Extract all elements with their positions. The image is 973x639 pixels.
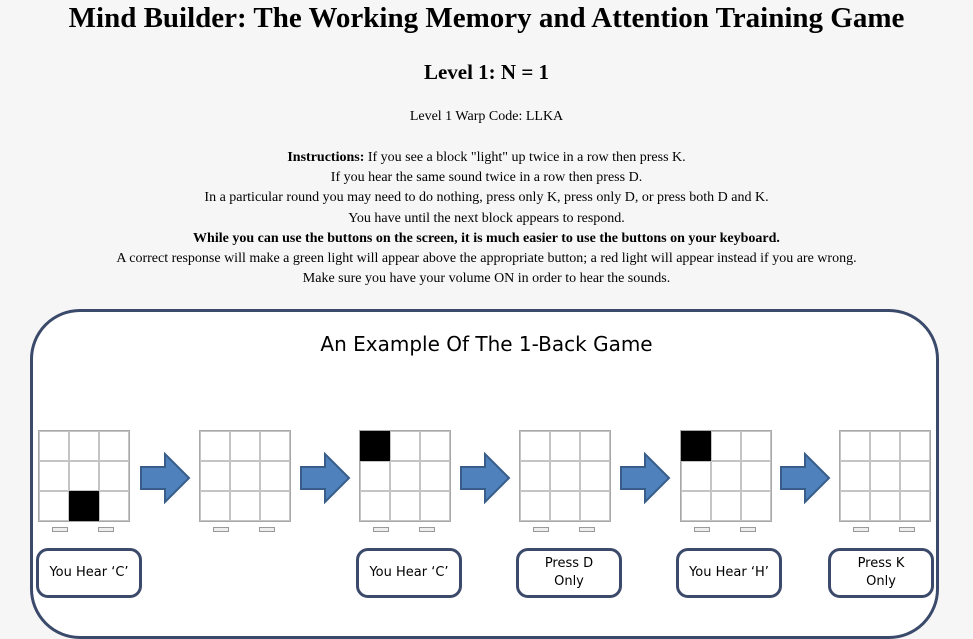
caption-3: Press D Only — [516, 548, 622, 598]
mini-button — [52, 527, 68, 532]
grid-cell — [520, 461, 550, 491]
grid-cell — [390, 491, 420, 521]
mini-button — [853, 527, 869, 532]
grid-cell — [520, 491, 550, 521]
mini-button — [259, 527, 275, 532]
grid-cell — [900, 431, 930, 461]
grid-cell — [39, 431, 69, 461]
grid-cell — [520, 431, 550, 461]
grid-cell — [99, 431, 129, 461]
game-title: Mind Builder: The Working Memory and Att… — [68, 2, 905, 34]
example-grid-3 — [359, 430, 451, 522]
mini-button — [899, 527, 915, 532]
grid-cell — [200, 461, 230, 491]
grid-cell — [900, 461, 930, 491]
grid-cell — [200, 431, 230, 461]
lit-block — [69, 491, 99, 521]
grid-cell — [390, 461, 420, 491]
warp-code: Level 1 Warp Code: LLKA — [409, 109, 564, 124]
right-arrow-icon — [300, 452, 351, 504]
grid-cell — [580, 431, 610, 461]
caption-1: You Hear ‘C’ — [36, 548, 142, 598]
instructions-label: Instructions: — [287, 150, 365, 165]
example-grid-5 — [680, 430, 772, 522]
right-arrow-icon — [460, 452, 511, 504]
grid-cell — [711, 431, 741, 461]
grid-cell — [230, 431, 260, 461]
example-title: An Example Of The 1-Back Game — [320, 332, 653, 356]
grid-cell — [550, 461, 580, 491]
instruction-text-1: If you see a block "light" up twice in a… — [364, 150, 686, 165]
grid-cell — [580, 491, 610, 521]
grid-cell — [260, 431, 290, 461]
mini-button — [579, 527, 595, 532]
right-arrow-icon — [620, 452, 671, 504]
grid-cell — [580, 461, 610, 491]
instruction-line-3: In a particular round you may need to do… — [204, 190, 769, 206]
instructions: Instructions: If you see a block "light"… — [0, 148, 973, 289]
instruction-line-7: Make sure you have your volume ON in ord… — [302, 271, 671, 287]
mini-button — [373, 527, 389, 532]
grid-cell — [741, 461, 771, 491]
instruction-line-6: A correct response will make a green lig… — [116, 251, 857, 267]
mini-button — [740, 527, 756, 532]
keyboard-tip: While you can use the buttons on the scr… — [193, 230, 780, 246]
lit-block — [360, 431, 390, 461]
grid-cell — [900, 491, 930, 521]
caption-2: You Hear ‘C’ — [356, 548, 462, 598]
level-heading: Level 1: N = 1 — [423, 60, 550, 84]
grid-cell — [741, 431, 771, 461]
grid-cell — [840, 431, 870, 461]
grid-cell — [711, 491, 741, 521]
grid-cell — [230, 461, 260, 491]
grid-cell — [420, 431, 450, 461]
grid-cell — [681, 491, 711, 521]
example-grid-4 — [519, 430, 611, 522]
instruction-line-5: While you can use the buttons on the scr… — [0, 229, 973, 249]
grid-cell — [69, 431, 99, 461]
example-grid-2 — [199, 430, 291, 522]
grid-cell — [870, 491, 900, 521]
grid-cell — [99, 491, 129, 521]
mini-button — [98, 527, 114, 532]
grid-cell — [260, 491, 290, 521]
instruction-line-2: If you hear the same sound twice in a ro… — [330, 170, 643, 186]
grid-cell — [420, 461, 450, 491]
grid-cell — [39, 491, 69, 521]
instruction-line-4: You have until the next block appears to… — [348, 210, 625, 226]
grid-cell — [69, 461, 99, 491]
grid-cell — [550, 431, 580, 461]
mini-button — [533, 527, 549, 532]
grid-cell — [260, 461, 290, 491]
grid-cell — [840, 491, 870, 521]
example-grid-6 — [839, 430, 931, 522]
grid-cell — [230, 491, 260, 521]
mini-button — [213, 527, 229, 532]
caption-4: You Hear ‘H’ — [676, 548, 782, 598]
lit-block — [681, 431, 711, 461]
grid-cell — [840, 461, 870, 491]
grid-cell — [420, 491, 450, 521]
example-grid-1 — [38, 430, 130, 522]
right-arrow-icon — [140, 452, 191, 504]
grid-cell — [390, 431, 420, 461]
grid-cell — [741, 491, 771, 521]
grid-cell — [681, 461, 711, 491]
grid-cell — [360, 491, 390, 521]
grid-cell — [870, 461, 900, 491]
grid-cell — [99, 461, 129, 491]
grid-cell — [39, 461, 69, 491]
grid-cell — [711, 461, 741, 491]
caption-5: Press K Only — [828, 548, 934, 598]
instruction-line-1: Instructions: If you see a block "light"… — [0, 148, 973, 168]
mini-button — [419, 527, 435, 532]
grid-cell — [200, 491, 230, 521]
mini-button — [694, 527, 710, 532]
right-arrow-icon — [780, 452, 831, 504]
grid-cell — [550, 491, 580, 521]
grid-cell — [360, 461, 390, 491]
grid-cell — [870, 431, 900, 461]
